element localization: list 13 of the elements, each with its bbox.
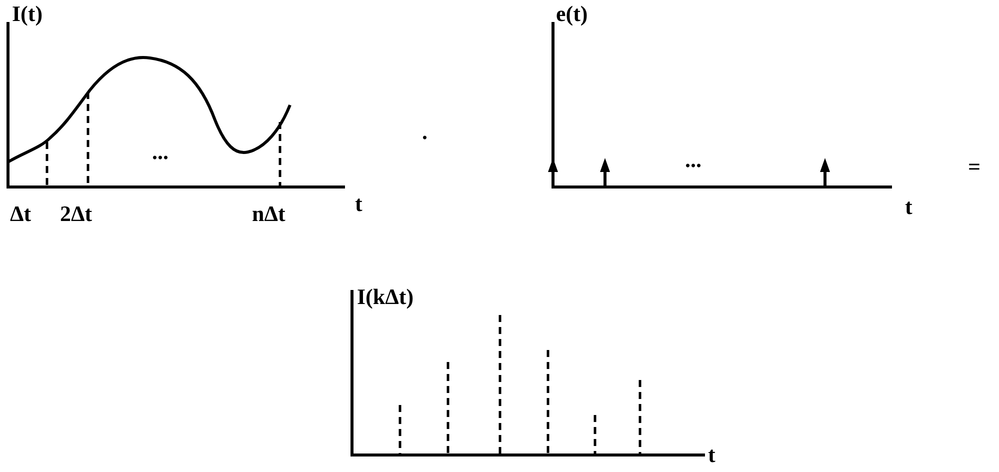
multiplication-dot: . <box>422 120 428 144</box>
tick-label: Δt <box>10 202 32 226</box>
tick-label: 2Δt <box>60 202 92 226</box>
axis-label: t <box>355 192 362 216</box>
ellipsis: ... <box>685 148 702 172</box>
axis-label: t <box>905 195 912 219</box>
axis-label: I(kΔt) <box>357 285 414 309</box>
equals-sign: = <box>968 155 981 179</box>
ellipsis: ... <box>152 140 168 164</box>
axis-label: e(t) <box>556 2 588 26</box>
axis-label: t <box>708 443 716 467</box>
axis-label: I(t) <box>12 2 43 26</box>
tick-label: nΔt <box>252 202 286 226</box>
